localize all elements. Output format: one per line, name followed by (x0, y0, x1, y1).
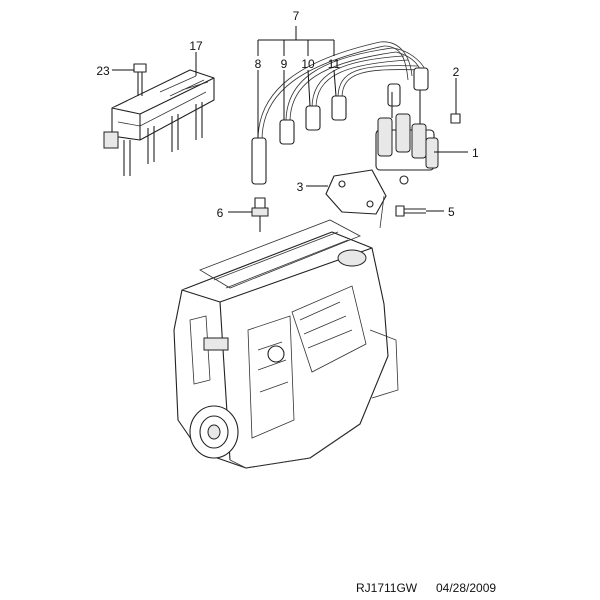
bolt-23 (133, 63, 147, 96)
drawing-date: 04/28/2009 (436, 581, 496, 595)
drawing-code: RJ1711GW (356, 581, 418, 595)
callout-17: 17 (189, 39, 203, 53)
callout-23: 23 (96, 64, 110, 78)
callout-8: 8 (255, 57, 262, 71)
callout-5: 5 (448, 205, 455, 219)
ignition-coil-1 (375, 90, 439, 185)
bolt-5 (395, 205, 426, 217)
nut-2 (450, 113, 461, 124)
callout-1: 1 (472, 146, 479, 160)
spark-plug-6 (251, 197, 269, 232)
callout-3: 3 (297, 180, 304, 194)
callout-2: 2 (453, 65, 460, 79)
spark-plug-wires (251, 41, 429, 185)
callout-7: 7 (293, 9, 300, 23)
leader-lines (112, 26, 468, 213)
callout-6: 6 (217, 206, 224, 220)
bracket-3 (325, 169, 387, 229)
engine-assembly (173, 219, 399, 469)
callout-11: 11 (328, 57, 341, 71)
callout-9: 9 (281, 57, 288, 71)
callout-10: 10 (301, 57, 315, 71)
ignition-coil-pack-17 (103, 69, 215, 176)
